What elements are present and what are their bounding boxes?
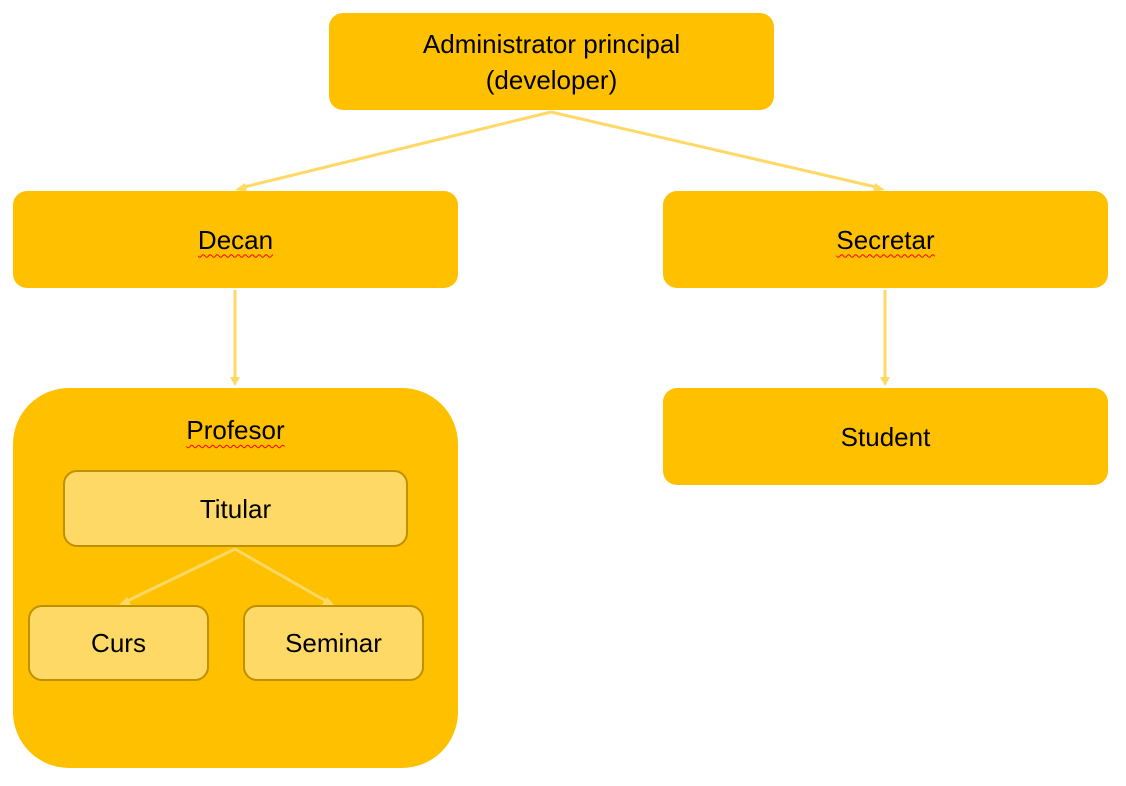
titular-label: Titular	[199, 493, 272, 524]
arrowhead-student	[880, 377, 890, 386]
node-decan: Decan	[13, 191, 458, 288]
connector-admin-decan	[243, 110, 552, 189]
node-seminar: Seminar	[243, 605, 424, 681]
decan-label: Decan	[197, 224, 274, 255]
node-profesor-group: Profesor	[13, 388, 458, 768]
connector-admin-secretar	[550, 110, 877, 189]
seminar-label: Seminar	[285, 628, 382, 658]
node-titular: Titular	[63, 470, 408, 547]
secretar-label: Secretar	[836, 224, 935, 255]
node-student: Student	[663, 388, 1108, 485]
admin-label-line1: Administrator principal	[422, 28, 681, 59]
arrowhead-profesor	[230, 377, 240, 386]
node-administrator-principal: Administrator principal (developer)	[329, 13, 774, 110]
profesor-label: Profesor	[186, 415, 285, 445]
student-label: Student	[840, 421, 931, 452]
node-curs: Curs	[28, 605, 209, 681]
curs-label: Curs	[91, 628, 146, 658]
admin-label-line2: (developer)	[485, 64, 618, 95]
node-secretar: Secretar	[663, 191, 1108, 288]
